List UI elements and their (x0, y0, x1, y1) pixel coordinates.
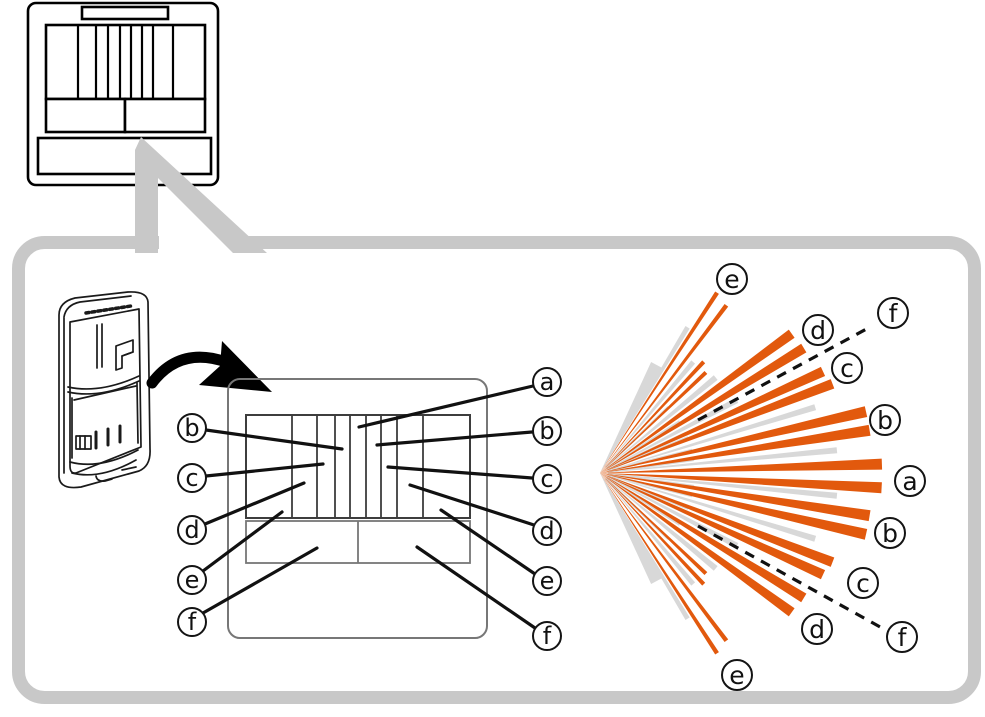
callout-panel (12, 236, 981, 704)
fan-label-b-bottom: b (874, 517, 906, 549)
icon-mid-left-cell (44, 97, 127, 134)
lens-icon-small (26, 1, 220, 187)
schematic-label-e-right: e (532, 566, 562, 596)
fan-label-c-top: c (831, 352, 863, 384)
schematic-label-d-right: d (532, 516, 562, 546)
panel-border-gap (159, 234, 235, 254)
schematic-label-f-right: f (532, 621, 562, 651)
schematic-label-d-left: d (177, 515, 207, 545)
terminal-block (75, 435, 92, 450)
fan-label-b-top: b (869, 404, 901, 436)
icon-mid-right-cell (123, 97, 207, 134)
fan-label-d-bottom: d (801, 613, 833, 645)
beam-fan-gray-rays (600, 326, 838, 620)
fan-label-a: a (894, 465, 926, 497)
lens-schematic (227, 378, 488, 639)
beam-fan-orange-beams (600, 291, 883, 655)
detector-drawing (58, 291, 151, 489)
schematic-label-e-left: e (177, 565, 207, 595)
fan-label-d-top: d (802, 314, 834, 346)
schematic-label-c-left: c (177, 463, 207, 493)
vent-slots (84, 304, 133, 315)
schematic-label-b-right: b (532, 416, 562, 446)
icon-lens-dividers (76, 25, 175, 99)
schematic-label-a-right: a (532, 367, 562, 397)
fan-label-e-top: e (716, 263, 748, 295)
schematic-label-f-left: f (177, 607, 207, 637)
fan-label-c-bottom: c (847, 567, 879, 599)
beam-fan-dashed-f-lines (697, 324, 883, 630)
schematic-leader-lines (201, 384, 537, 630)
icon-lens-band (44, 23, 207, 101)
fan-label-e-bottom: e (721, 659, 753, 691)
callout-tail (135, 137, 267, 253)
zoom-arrow (146, 341, 272, 392)
fan-label-f-bottom: f (886, 621, 918, 653)
schematic-label-c-right: c (532, 464, 562, 494)
icon-header-slot (80, 5, 170, 21)
fan-label-f-top: f (877, 297, 909, 329)
schematic-label-b-left: b (177, 413, 207, 443)
icon-bottom-cell (36, 136, 213, 176)
